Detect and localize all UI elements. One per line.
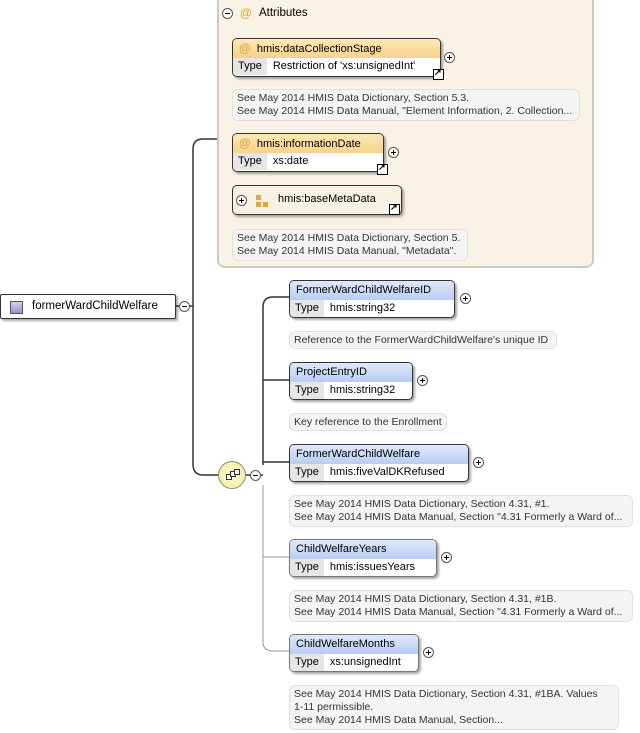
element-child-welfare-years[interactable]: ChildWelfareYears Type hmis:issuesYears [289, 539, 437, 577]
note-line: See May 2014 HMIS Data Manual, "Element … [237, 105, 573, 117]
expand-toggle[interactable] [236, 195, 247, 206]
element-note: See May 2014 HMIS Data Dictionary, Secti… [289, 590, 633, 622]
attribute-group-base-metadata[interactable]: hmis:baseMetaData [232, 185, 402, 215]
element-note: See May 2014 HMIS Data Dictionary, Secti… [289, 495, 633, 527]
attributes-title: Attributes [259, 7, 308, 19]
expand-toggle[interactable] [423, 647, 434, 658]
attributes-collapse-toggle[interactable] [222, 8, 233, 19]
attribute-name: hmis:dataCollectionStage [256, 43, 382, 55]
attribute-note: See May 2014 HMIS Data Dictionary, Secti… [232, 89, 580, 121]
note-line: See May 2014 HMIS Data Dictionary, Secti… [237, 232, 461, 244]
attribute-icon: @ [240, 6, 252, 20]
root-label: formerWardChildWelfare [32, 300, 158, 312]
attribute-data-collection-stage[interactable]: @ hmis:dataCollectionStage Type Restricti… [232, 38, 441, 77]
root-collapse-toggle[interactable] [179, 301, 190, 312]
note-line: See May 2014 HMIS Data Dictionary, Secti… [294, 593, 557, 605]
type-key: Type [290, 382, 324, 399]
attribute-group-name: hmis:baseMetaData [278, 193, 376, 205]
attribute-icon: @ [239, 136, 251, 150]
expand-toggle[interactable] [388, 147, 399, 158]
root-element[interactable]: formerWardChildWelfare [0, 294, 176, 319]
type-key: Type [290, 300, 324, 317]
element-name: ChildWelfareMonths [290, 635, 418, 654]
type-value: xs:unsignedInt [329, 656, 401, 668]
note-line: 1-11 permissible. [294, 701, 374, 713]
attribute-group-note: See May 2014 HMIS Data Dictionary, Secti… [232, 229, 468, 261]
link-icon[interactable] [433, 67, 444, 80]
element-name: ChildWelfareYears [290, 540, 436, 559]
note-line: See May 2014 HMIS Data Manual, Section..… [294, 714, 503, 726]
type-value: hmis:string32 [329, 384, 396, 396]
element-former-ward-child-welfare-id[interactable]: FormerWardChildWelfareID Type hmis:string… [289, 280, 455, 318]
element-note: See May 2014 HMIS Data Dictionary, Secti… [289, 685, 619, 730]
type-key: Type [290, 464, 324, 481]
expand-toggle[interactable] [444, 52, 455, 63]
type-value: hmis:string32 [329, 302, 396, 314]
type-key: Type [290, 654, 324, 671]
element-note: Reference to the FormerWardChildWelfare'… [289, 331, 557, 349]
note-line: See May 2014 HMIS Data Manual, Section "… [294, 511, 623, 523]
sequence-compositor-icon[interactable] [218, 461, 246, 489]
element-name: FormerWardChildWelfare [290, 445, 468, 464]
expand-toggle[interactable] [441, 552, 452, 563]
attribute-group-icon [256, 195, 268, 207]
element-icon [10, 301, 23, 314]
element-note: Key reference to the Enrollment [289, 413, 447, 431]
note-line: See May 2014 HMIS Data Dictionary, Secti… [237, 92, 470, 104]
note-line: See May 2014 HMIS Data Manual, "Metadata… [237, 245, 457, 257]
element-child-welfare-months[interactable]: ChildWelfareMonths Type xs:unsignedInt [289, 634, 419, 672]
note-line: See May 2014 HMIS Data Manual, Section "… [294, 606, 623, 618]
type-value: hmis:issuesYears [329, 561, 416, 573]
type-value: hmis:fiveValDKRefused [329, 466, 445, 478]
element-former-ward-child-welfare[interactable]: FormerWardChildWelfare Type hmis:fiveValD… [289, 444, 469, 482]
type-value: Restriction of 'xs:unsignedInt' [272, 60, 416, 72]
note-line: Key reference to the Enrollment [294, 416, 442, 428]
type-value: xs:date [272, 155, 309, 167]
expand-toggle[interactable] [473, 457, 484, 468]
element-project-entry-id[interactable]: ProjectEntryID Type hmis:string32 [289, 362, 413, 400]
attribute-information-date[interactable]: @ hmis:informationDate Type xs:date [232, 133, 384, 172]
attribute-name: hmis:informationDate [256, 138, 361, 150]
expand-toggle[interactable] [417, 375, 428, 386]
element-name: FormerWardChildWelfareID [290, 281, 454, 300]
element-name: ProjectEntryID [290, 363, 412, 382]
sequence-collapse-toggle[interactable] [250, 470, 261, 481]
note-line: See May 2014 HMIS Data Dictionary, Secti… [294, 498, 550, 510]
type-key: Type [290, 559, 324, 576]
link-icon[interactable] [377, 162, 388, 175]
note-line: See May 2014 HMIS Data Dictionary, Secti… [294, 688, 598, 700]
type-key: Type [233, 58, 267, 75]
link-icon[interactable] [389, 202, 400, 215]
note-line: Reference to the FormerWardChildWelfare'… [294, 334, 549, 346]
attribute-icon: @ [239, 41, 251, 55]
type-key: Type [233, 153, 267, 170]
expand-toggle[interactable] [460, 293, 471, 304]
